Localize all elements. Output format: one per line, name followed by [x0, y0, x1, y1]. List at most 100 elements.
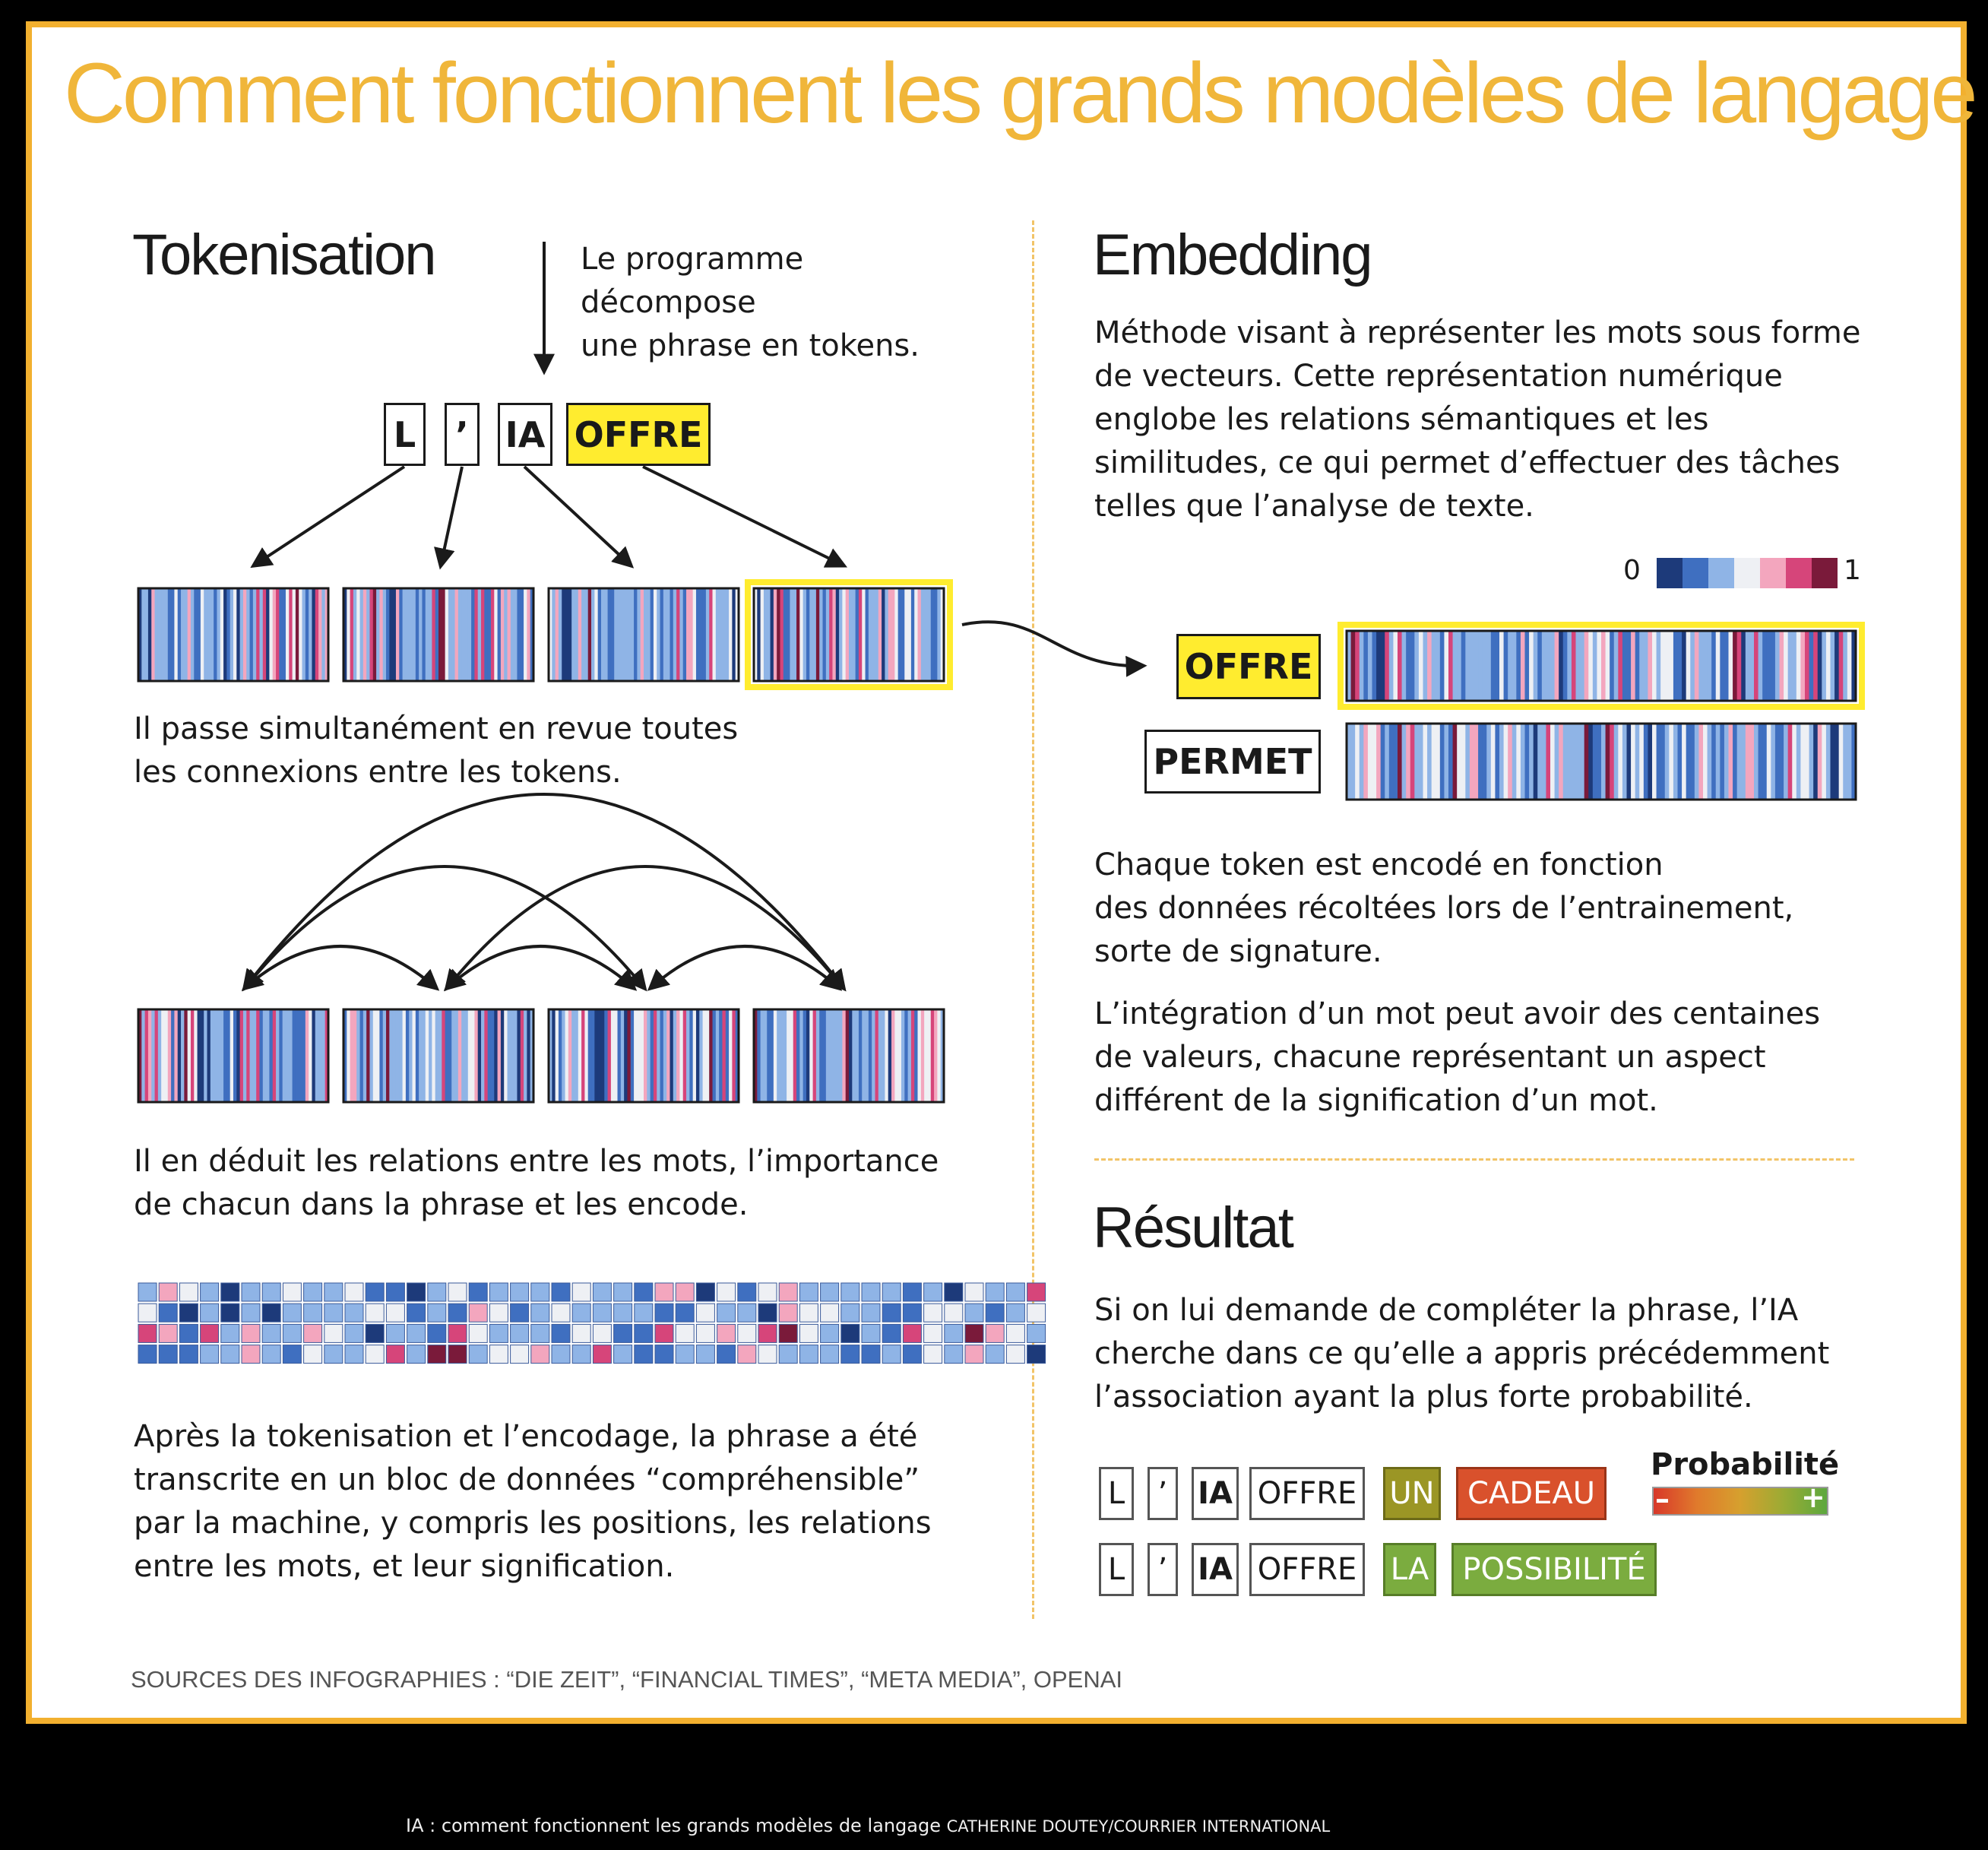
- token-vector-3-border: [547, 587, 740, 683]
- offre-embedding-vector-bar: [1474, 631, 1479, 701]
- offre-embedding-vector-bar: [1524, 631, 1530, 701]
- token-vector-2-bar: [504, 588, 508, 681]
- attention-arc-1-3: [242, 865, 647, 992]
- offre-embedding-vector-bar: [1350, 631, 1356, 701]
- data-block-cell: [592, 1345, 612, 1364]
- offre-embedding-vector-bar: [1469, 631, 1475, 701]
- token-vector-2-bar: [451, 588, 456, 681]
- token-vector-3-bar: [676, 588, 681, 681]
- permet-embedding-vector-bar: [1347, 724, 1352, 800]
- token-vector-1-bar: [233, 588, 237, 681]
- data-block-cell: [654, 1282, 674, 1302]
- token-vector-4-bar: [832, 588, 837, 681]
- permet-embedding-vector-bar: [1554, 724, 1559, 800]
- token-vector-4-bar: [777, 588, 781, 681]
- tokenisation-text-block: Après la tokenisation et l’encodage, la …: [134, 1419, 932, 1584]
- data-block-cell: [510, 1303, 530, 1323]
- token-vector-4-bar: [770, 588, 774, 681]
- encoded-vector-3-bar: [555, 1009, 559, 1102]
- data-block-cell: [778, 1303, 798, 1323]
- data-block-cell: [778, 1345, 798, 1364]
- token-arrow-offre: [642, 465, 848, 568]
- token-vector-2-bar: [471, 588, 476, 681]
- token-vector-1-bar: [141, 588, 146, 681]
- permet-embedding-vector-bar: [1847, 724, 1853, 800]
- data-block-cell: [985, 1303, 1005, 1323]
- encoded-vector-2-bar: [477, 1009, 482, 1102]
- data-block-cell: [820, 1303, 840, 1323]
- offre-embedding-vector-bar: [1393, 631, 1398, 701]
- token-vector-1-bar: [282, 588, 286, 681]
- permet-embedding-vector-bar: [1817, 724, 1822, 800]
- encoded-vector-1-bar: [141, 1009, 146, 1102]
- encoded-vector-1-bar: [324, 1009, 329, 1102]
- token-vector-4-bar: [875, 588, 879, 681]
- encoded-vector-2-bar: [454, 1009, 459, 1102]
- encoded-vector-2-bar: [524, 1009, 527, 1102]
- data-block-cell: [758, 1345, 777, 1364]
- encoded-vector-2-bar: [392, 1009, 397, 1102]
- data-block-cell: [571, 1282, 591, 1302]
- token-vector-3-bar: [663, 588, 667, 681]
- offre-embedding-vector-bar: [1482, 631, 1487, 701]
- offre-embedding-vector-bar: [1745, 631, 1751, 701]
- data-block-cell: [365, 1345, 385, 1364]
- encoded-vector-3-bar: [597, 1009, 602, 1102]
- attention-arc-2-4: [444, 865, 847, 992]
- permet-embedding-vector-bar: [1601, 724, 1607, 800]
- encoded-vector-3-bar: [624, 1009, 628, 1102]
- encoded-vector-2-bar: [356, 1009, 361, 1102]
- encoded-vector-1-bar: [197, 1009, 201, 1102]
- data-block-cell: [737, 1323, 757, 1343]
- encoded-vector-1-bar: [217, 1009, 221, 1102]
- token-vector-3-bar: [568, 588, 572, 681]
- token-vector-3-bar: [637, 588, 641, 681]
- token-vector-4-bar: [799, 588, 804, 681]
- offre-embedding-vector-bar: [1682, 631, 1687, 701]
- encoded-vector-3-bar: [653, 1009, 657, 1102]
- token-vector-2-bar: [415, 588, 419, 681]
- data-block-cell: [220, 1303, 240, 1323]
- token-vector-1-bar: [239, 588, 244, 681]
- data-block-cell: [407, 1303, 426, 1323]
- encoded-vector-3-bar: [705, 1009, 710, 1102]
- offre-embedding-vector-bar: [1847, 631, 1853, 701]
- data-block-cell: [840, 1323, 860, 1343]
- scale-swatch: [1708, 558, 1734, 588]
- token-vector-4-bar: [812, 588, 817, 681]
- data-block-cell: [923, 1303, 943, 1323]
- encoded-vector-3-bar: [679, 1009, 684, 1102]
- permet-embedding-vector-bar: [1367, 724, 1373, 800]
- data-block-cell: [882, 1345, 901, 1364]
- offre-embedding-vector-bar: [1838, 631, 1844, 701]
- attention-arc-1-4: [242, 793, 847, 992]
- encoded-vector-3-bar: [634, 1009, 638, 1102]
- encoded-vector-4-bar: [937, 1009, 942, 1102]
- token-vector-2-bar: [386, 588, 390, 681]
- encoded-vector-4-bar: [787, 1009, 791, 1102]
- encoded-vector-3-bar: [584, 1009, 589, 1102]
- permet-embedding-vector-bar: [1439, 724, 1445, 800]
- permet-embedding-vector-bar: [1715, 724, 1721, 800]
- permet-embedding-vector-bar: [1495, 724, 1500, 800]
- permet-embedding-vector-bar: [1490, 724, 1496, 800]
- encoded-vector-1-bar: [259, 1009, 264, 1102]
- encoded-vector-3-bar: [725, 1009, 730, 1102]
- token-vector-2-bar: [429, 588, 432, 681]
- encoded-vector-2-bar: [399, 1009, 404, 1102]
- encoded-vector-2-bar: [507, 1009, 511, 1102]
- offre-embedding-vector-bar: [1613, 631, 1619, 701]
- data-block-cell: [179, 1323, 198, 1343]
- encoded-vector-2-bar: [343, 1009, 347, 1102]
- permet-embedding-vector-bar: [1605, 724, 1610, 800]
- token-vector-1-bar: [242, 588, 247, 681]
- data-block-cell: [654, 1303, 674, 1323]
- token-vector-2-bar: [395, 588, 400, 681]
- token-vector-4-bar: [815, 588, 820, 681]
- token-vector-4-highlight-frame: [745, 579, 953, 690]
- data-block-cell: [571, 1303, 591, 1323]
- token-vector-2-bar: [356, 588, 361, 681]
- permet-embedding-vector-bar: [1546, 724, 1551, 800]
- token-vector-4-bar: [773, 588, 777, 681]
- token-vector-3-bar: [715, 588, 720, 681]
